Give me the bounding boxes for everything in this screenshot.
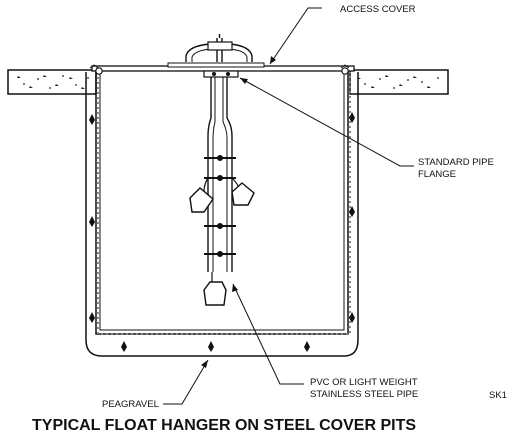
label-pipe-line2: STAINLESS STEEL PIPE — [310, 389, 418, 400]
leader-pipe — [232, 283, 304, 385]
float-switch-left — [189, 177, 214, 213]
cord-clamps — [204, 155, 236, 257]
label-pipe-flange-line2: FLANGE — [418, 169, 456, 180]
float-switch-right — [231, 177, 255, 206]
gravel-envelope — [85, 72, 359, 357]
leader-pipe-flange — [239, 77, 414, 167]
concrete-slab-left — [7, 69, 97, 95]
leader-lines — [163, 7, 414, 405]
peagravel-markers — [89, 112, 355, 352]
steel-pit — [95, 72, 351, 335]
leader-arrowheads — [201, 56, 276, 368]
leader-access-cover — [269, 7, 322, 65]
hanger-pipe — [207, 77, 233, 272]
sheet-reference: SK1 — [489, 390, 507, 401]
label-pipe-line1: PVC OR LIGHT WEIGHT — [310, 377, 418, 388]
hanger-bracket — [185, 34, 253, 62]
concrete-texture-right — [357, 75, 439, 89]
label-peagravel: PEAGRAVEL — [102, 399, 159, 410]
float-switch-bottom — [203, 272, 227, 306]
diagram-title: TYPICAL FLOAT HANGER ON STEEL COVER PITS — [32, 417, 416, 434]
pipe-flange — [203, 70, 239, 78]
leader-peagravel — [163, 359, 209, 405]
concrete-texture-left — [17, 75, 89, 89]
label-pipe-flange-line1: STANDARD PIPE — [418, 157, 494, 168]
concrete-slab-right — [349, 69, 449, 95]
label-access-cover: ACCESS COVER — [340, 4, 416, 15]
